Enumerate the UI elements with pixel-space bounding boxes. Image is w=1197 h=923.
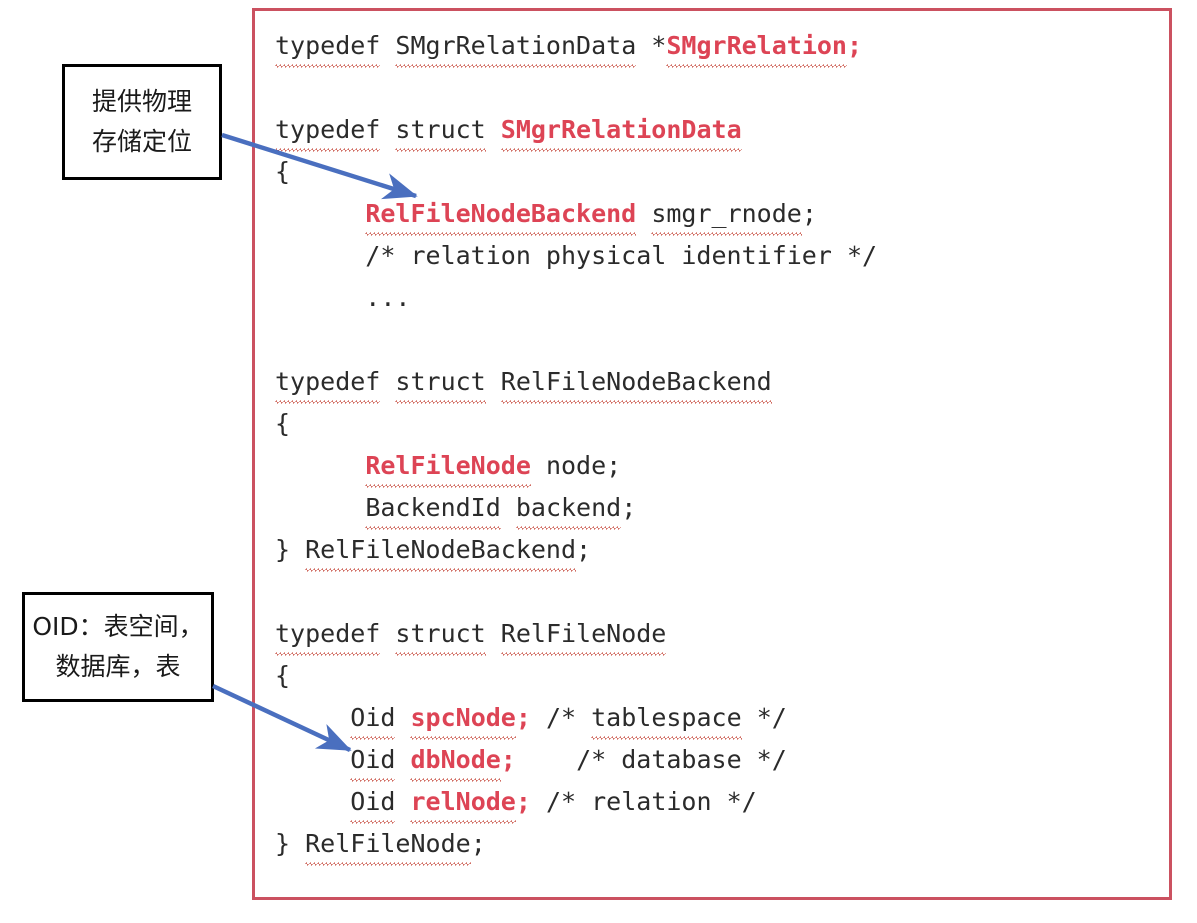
code-token-spellchecked: SMgrRelationData <box>500 109 742 152</box>
code-token: ; <box>470 829 486 858</box>
code-token-spellchecked: spcNode <box>410 697 517 740</box>
code-token <box>486 367 501 396</box>
callout-line: OID：表空间， <box>32 612 204 641</box>
code-token: ; <box>801 199 817 228</box>
code-token-spellchecked: RelFileNode <box>500 613 666 656</box>
code-token-spellchecked: struct <box>395 361 487 404</box>
code-line: Oid spcNode; /* tablespace */ <box>275 697 877 740</box>
code-token <box>380 619 395 648</box>
code-token-spellchecked: typedef <box>275 25 381 68</box>
code-block: typedef SMgrRelationData *SMgrRelation; … <box>275 25 877 866</box>
code-token-spellchecked: typedef <box>275 613 381 656</box>
code-token-spellchecked: RelFileNode <box>365 445 531 488</box>
code-line: /* relation physical identifier */ <box>275 235 877 277</box>
code-token-spellchecked: typedef <box>275 361 381 404</box>
code-token: node; <box>530 451 622 480</box>
code-token-spellchecked: tablespace <box>591 697 742 740</box>
code-token: ; <box>621 493 637 522</box>
code-token: { <box>275 661 291 690</box>
code-line: ... <box>275 277 877 319</box>
code-token-spellchecked: Oid <box>350 781 396 824</box>
code-line: } RelFileNode; <box>275 823 877 866</box>
code-token: /* relation */ <box>530 787 757 816</box>
code-token: ; <box>500 745 516 774</box>
code-token-spellchecked: Oid <box>350 739 396 782</box>
code-token <box>395 703 410 732</box>
code-line: typedef struct RelFileNodeBackend <box>275 361 877 404</box>
code-token <box>380 367 395 396</box>
code-token: */ <box>741 703 787 732</box>
code-token: /* <box>530 703 592 732</box>
code-line: Oid dbNode; /* database */ <box>275 739 877 782</box>
code-token-spellchecked: struct <box>395 613 487 656</box>
code-token: * <box>636 31 667 60</box>
code-line: } RelFileNodeBackend; <box>275 529 877 572</box>
code-token-spellchecked: SMgrRelation <box>666 25 847 68</box>
code-token <box>636 199 651 228</box>
code-token: ... <box>275 283 411 312</box>
code-line: RelFileNode node; <box>275 445 877 488</box>
code-token <box>275 787 350 816</box>
code-token <box>486 115 501 144</box>
code-line: Oid relNode; /* relation */ <box>275 781 877 824</box>
code-token <box>275 745 350 774</box>
code-line: { <box>275 403 877 445</box>
code-token <box>501 493 516 522</box>
code-token <box>395 787 410 816</box>
code-line <box>275 571 877 613</box>
code-token <box>275 493 365 522</box>
code-token-spellchecked: RelFileNodeBackend <box>305 529 576 572</box>
callout-line: 数据库，表 <box>55 652 181 681</box>
code-token: { <box>275 409 291 438</box>
code-token <box>275 703 350 732</box>
code-token-spellchecked: typedef <box>275 109 381 152</box>
code-token: /* database */ <box>515 745 787 774</box>
code-token: { <box>275 157 291 186</box>
code-token <box>486 619 501 648</box>
code-token: /* relation physical identifier */ <box>275 241 878 270</box>
code-token-spellchecked: smgr_rnode <box>651 193 802 236</box>
callout-line: 提供物理 <box>91 87 192 116</box>
code-token: } <box>275 535 306 564</box>
code-line: RelFileNodeBackend smgr_rnode; <box>275 193 877 236</box>
code-token-spellchecked: RelFileNodeBackend <box>500 361 772 404</box>
code-token-spellchecked: backend <box>515 487 622 530</box>
code-token-spellchecked: RelFileNodeBackend <box>365 193 636 236</box>
code-token <box>380 115 395 144</box>
code-line: BackendId backend; <box>275 487 877 530</box>
code-line: { <box>275 151 877 193</box>
code-token-spellchecked: RelFileNode <box>305 823 471 866</box>
callout-line: 存储定位 <box>91 127 192 156</box>
code-token: } <box>275 829 306 858</box>
code-token <box>275 451 365 480</box>
code-token-spellchecked: Oid <box>350 697 396 740</box>
code-line: typedef struct SMgrRelationData <box>275 109 877 152</box>
code-token <box>380 31 395 60</box>
code-token-spellchecked: SMgrRelationData <box>395 25 636 68</box>
code-token-spellchecked: BackendId <box>365 487 502 530</box>
code-token: ; <box>576 535 592 564</box>
code-token <box>395 745 410 774</box>
code-token <box>275 199 365 228</box>
code-token: ; <box>515 703 531 732</box>
code-token-spellchecked: dbNode <box>410 739 502 782</box>
code-line: { <box>275 655 877 697</box>
callout-physical-storage: 提供物理 存储定位 <box>62 64 222 180</box>
code-line: typedef struct RelFileNode <box>275 613 877 656</box>
code-token: ; <box>515 787 531 816</box>
code-line: typedef SMgrRelationData *SMgrRelation; <box>275 25 877 68</box>
code-frame: typedef SMgrRelationData *SMgrRelation; … <box>252 8 1172 900</box>
code-token: ; <box>846 31 863 60</box>
code-line <box>275 319 877 361</box>
code-token-spellchecked: relNode <box>410 781 517 824</box>
code-token-spellchecked: struct <box>395 109 487 152</box>
callout-oid: OID：表空间， 数据库，表 <box>22 592 214 702</box>
code-line <box>275 67 877 109</box>
